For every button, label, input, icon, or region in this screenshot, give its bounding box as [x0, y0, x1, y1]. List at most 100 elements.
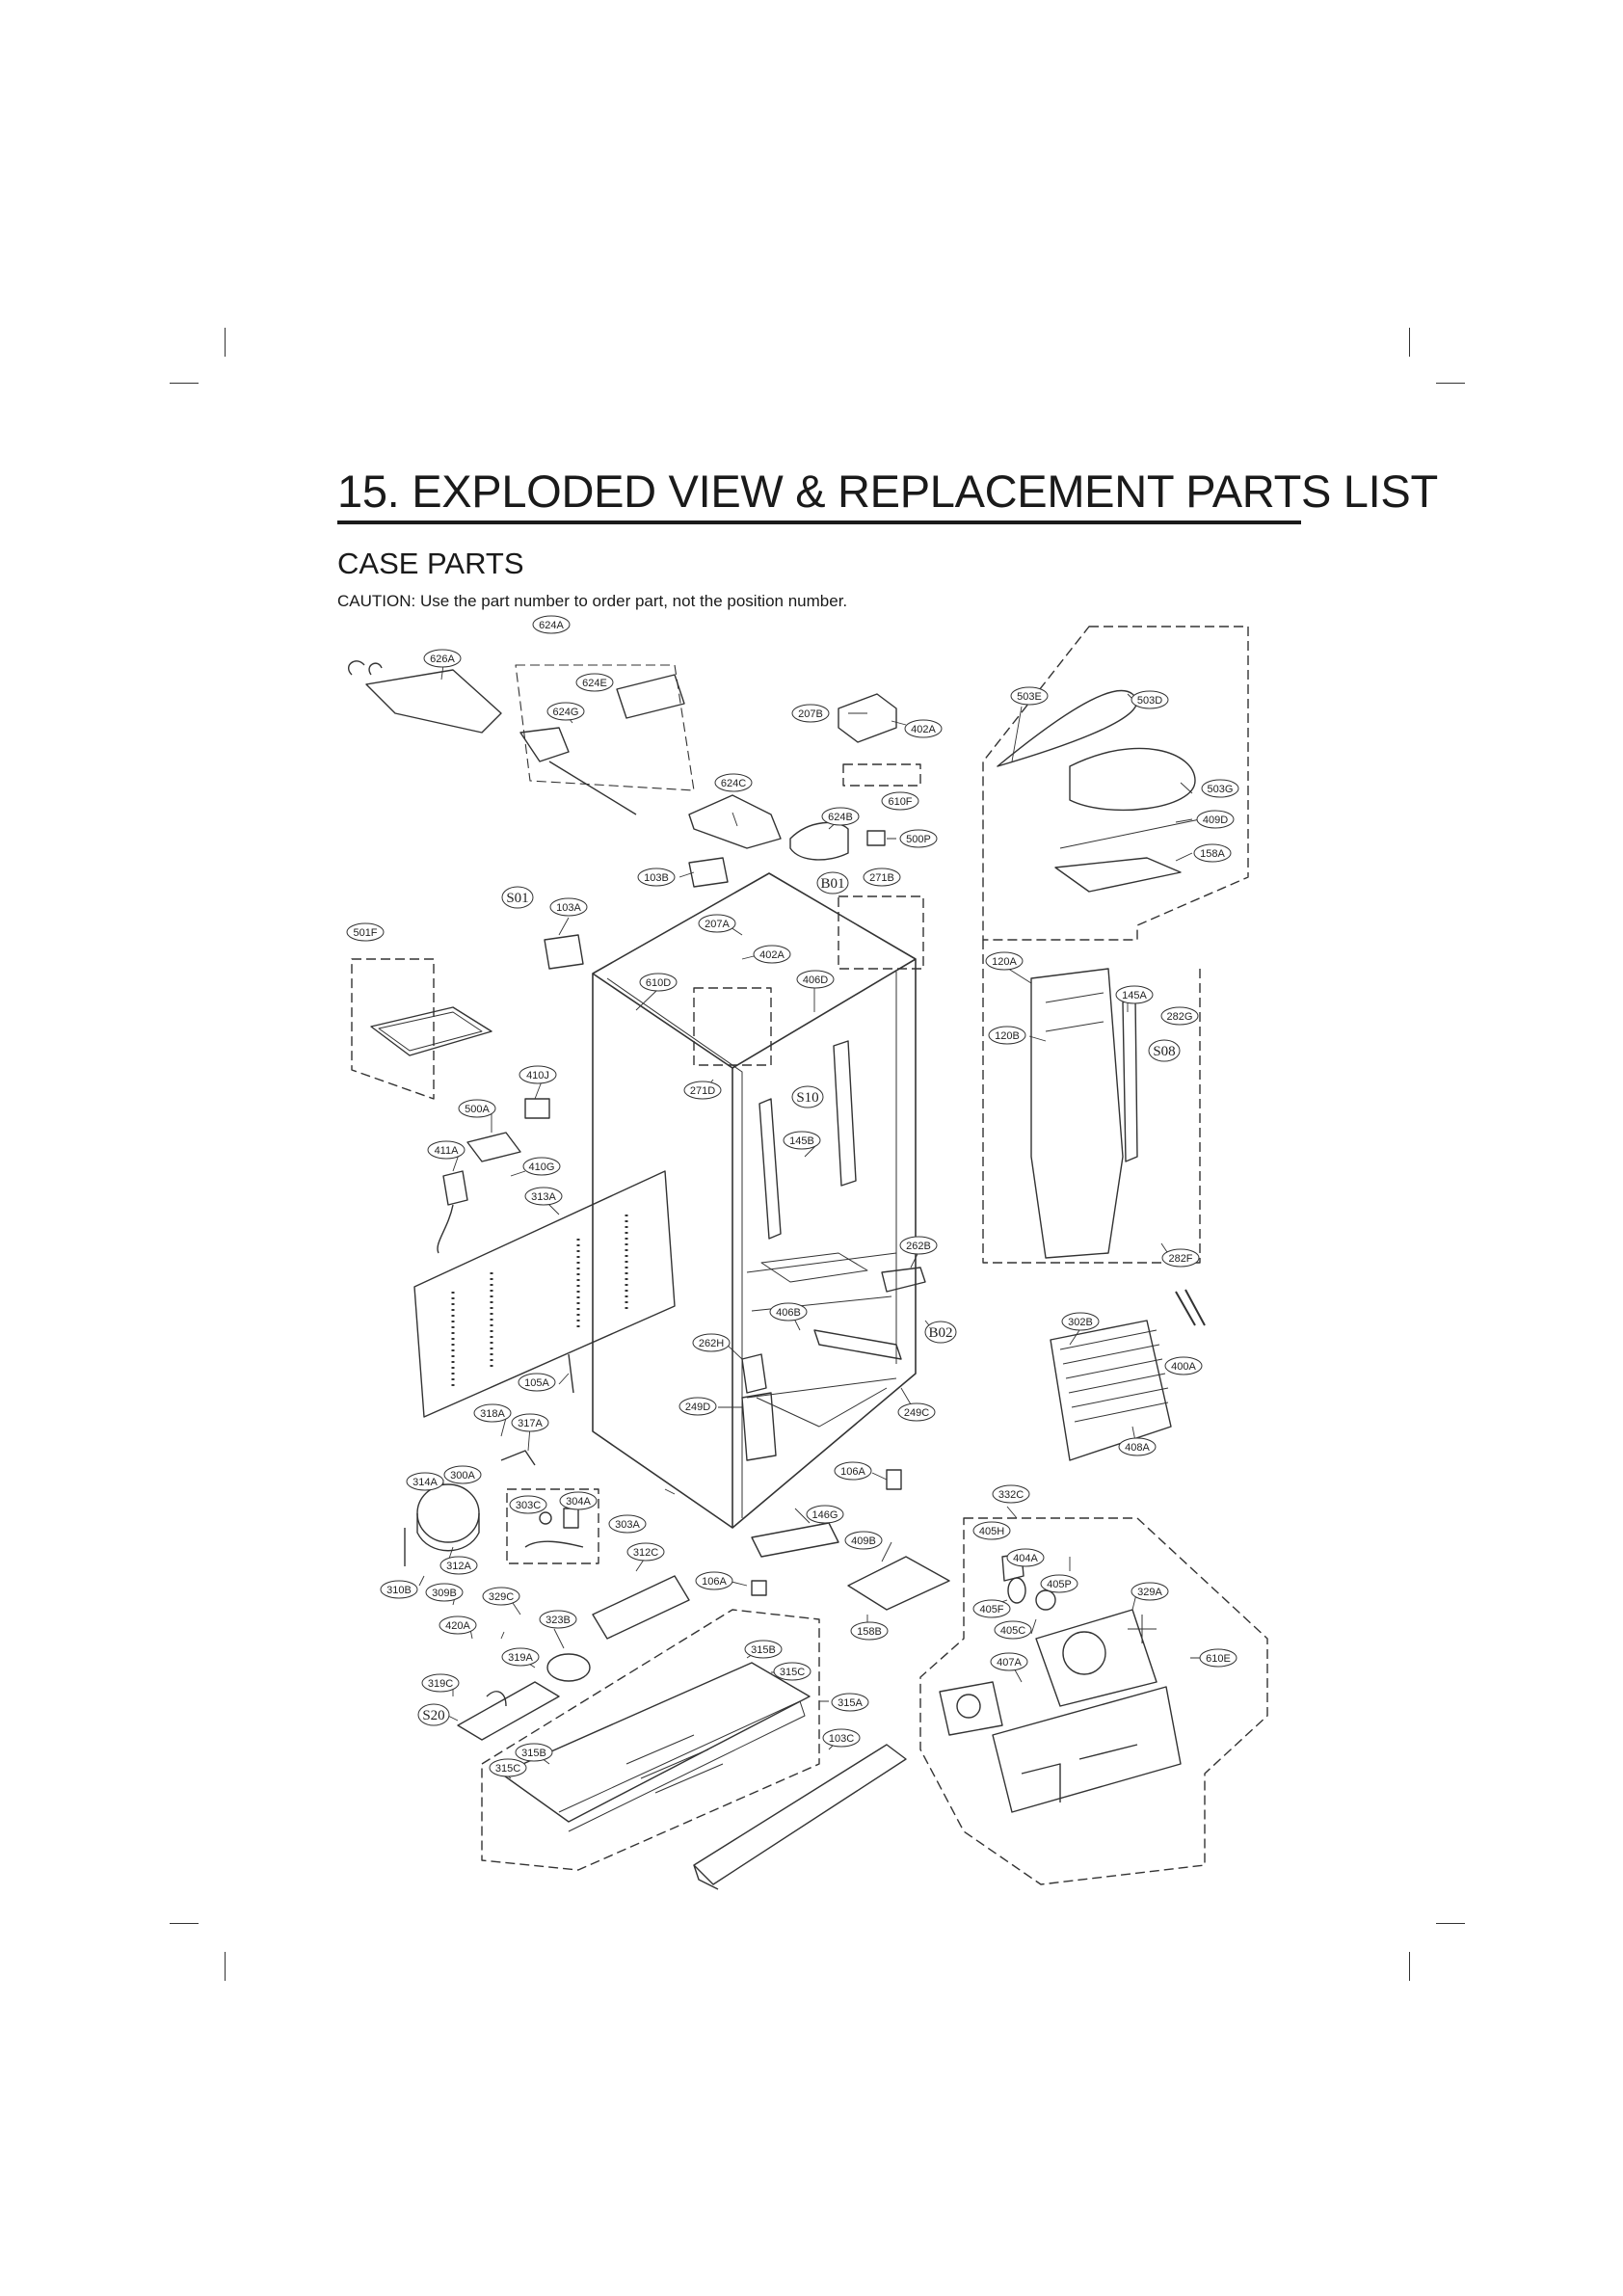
callout-624A: 624A: [532, 615, 571, 634]
callout-bubble: [695, 1571, 733, 1590]
callout-bubble: [427, 1140, 466, 1160]
callout-text: 408A: [1125, 1442, 1150, 1454]
callout-text: 500P: [906, 834, 931, 845]
callout-bubble: [1199, 1648, 1237, 1668]
callout-bubble: [425, 1583, 464, 1602]
callout-409B: 409B: [844, 1531, 883, 1550]
callout-text: 120B: [995, 1030, 1020, 1042]
callout-text: 610E: [1206, 1653, 1231, 1665]
callout-315A: 315A: [831, 1693, 869, 1712]
callout-text: 410J: [526, 1070, 549, 1081]
callout-300A: 300A: [443, 1465, 482, 1484]
callout-text: 409B: [851, 1535, 876, 1547]
callout-bubble: [380, 1580, 418, 1599]
callout-bubble: [439, 1556, 478, 1575]
callout-text: 406B: [776, 1307, 801, 1319]
callout-407A: 407A: [990, 1652, 1028, 1671]
callout-bubble: [1161, 1248, 1200, 1268]
callout-bubble: [417, 1703, 450, 1726]
callout-bubble: [518, 1373, 556, 1392]
callout-315C: 315C: [773, 1662, 812, 1681]
callout-624B: 624B: [821, 807, 860, 826]
callout-text: 262B: [906, 1241, 931, 1252]
callout-text: 303A: [615, 1519, 640, 1531]
callout-120A: 120A: [985, 951, 1024, 971]
callout-271D: 271D: [683, 1081, 722, 1100]
callout-bubble: [1164, 1356, 1203, 1375]
crop-mark: [225, 1952, 226, 1981]
callout-bubble: [990, 1652, 1028, 1671]
callout-626A: 626A: [423, 649, 462, 668]
callout-610F: 610F: [881, 791, 919, 811]
callout-text: 500A: [465, 1104, 490, 1115]
callout-text: 271D: [690, 1085, 715, 1097]
callout-624C: 624C: [714, 773, 753, 792]
callout-text: 315B: [521, 1748, 546, 1759]
callout-text: 262H: [699, 1338, 724, 1349]
callout-105A: 105A: [518, 1373, 556, 1392]
callout-text: 317A: [518, 1418, 543, 1429]
callout-bubble: [608, 1514, 647, 1534]
callout-text: 312C: [633, 1547, 658, 1559]
callout-bubble: [482, 1587, 520, 1606]
callout-text: 145A: [1122, 990, 1147, 1001]
callout-bubble: [698, 914, 736, 933]
callout-bubble: [1061, 1312, 1100, 1331]
callout-314A: 314A: [406, 1472, 444, 1491]
callout-text: 120A: [992, 956, 1017, 968]
callout-317A: 317A: [511, 1413, 549, 1432]
callout-312A: 312A: [439, 1556, 478, 1575]
callout-bubble: [692, 1333, 731, 1352]
callout-bubble: [831, 1693, 869, 1712]
callout-text: 624C: [721, 778, 746, 789]
callout-bubble: [639, 973, 678, 992]
callout-319C: 319C: [421, 1673, 460, 1693]
callout-bubble: [1148, 1039, 1181, 1062]
callout-bubble: [773, 1662, 812, 1681]
callout-text: 309B: [432, 1588, 457, 1599]
callout-bubble: [575, 673, 614, 692]
cabinet-drawing: [592, 872, 917, 1529]
callout-bubble: [769, 1302, 808, 1322]
callout-145A: 145A: [1115, 985, 1154, 1004]
callout-624G: 624G: [546, 702, 585, 721]
callout-405P: 405P: [1040, 1574, 1078, 1593]
callout-402A: 402A: [753, 945, 791, 964]
callout-bubble: [834, 1461, 872, 1481]
callout-bubble: [1160, 1006, 1199, 1026]
leader-lines: [418, 664, 1205, 1779]
callout-bubble: [1010, 686, 1049, 706]
callout-103A: 103A: [549, 897, 588, 917]
callout-text: 503D: [1137, 695, 1162, 707]
callout-bubble: [501, 1647, 540, 1667]
callout-S10: S10: [791, 1085, 824, 1108]
callout-309B: 309B: [425, 1583, 464, 1602]
callout-bubble: [791, 704, 830, 723]
callout-bubble: [515, 1743, 553, 1762]
callout-bubble: [511, 1413, 549, 1432]
callout-text: 409D: [1203, 814, 1228, 826]
callout-318A: 318A: [473, 1403, 512, 1423]
section-title: CASE PARTS: [337, 547, 524, 580]
callout-text: 624A: [539, 620, 564, 631]
callout-text: 503G: [1208, 784, 1234, 795]
callout-text: 610D: [646, 977, 671, 989]
callout-bubble: [549, 897, 588, 917]
callout-bubble: [1040, 1574, 1078, 1593]
callout-bubble: [626, 1542, 665, 1562]
callout-text: 410G: [529, 1161, 555, 1173]
callout-text: 405H: [979, 1526, 1004, 1537]
callout-303C: 303C: [509, 1495, 547, 1514]
callout-bubble: [458, 1099, 496, 1118]
callout-bubble: [443, 1465, 482, 1484]
callout-329A: 329A: [1131, 1582, 1169, 1601]
callout-text: 310B: [386, 1585, 412, 1596]
callout-text: 610F: [888, 796, 912, 808]
callout-207A: 207A: [698, 914, 736, 933]
callout-text: 406D: [803, 974, 828, 986]
callout-315C: 315C: [489, 1758, 527, 1777]
callout-624E: 624E: [575, 673, 614, 692]
callout-text: 407A: [997, 1657, 1022, 1669]
